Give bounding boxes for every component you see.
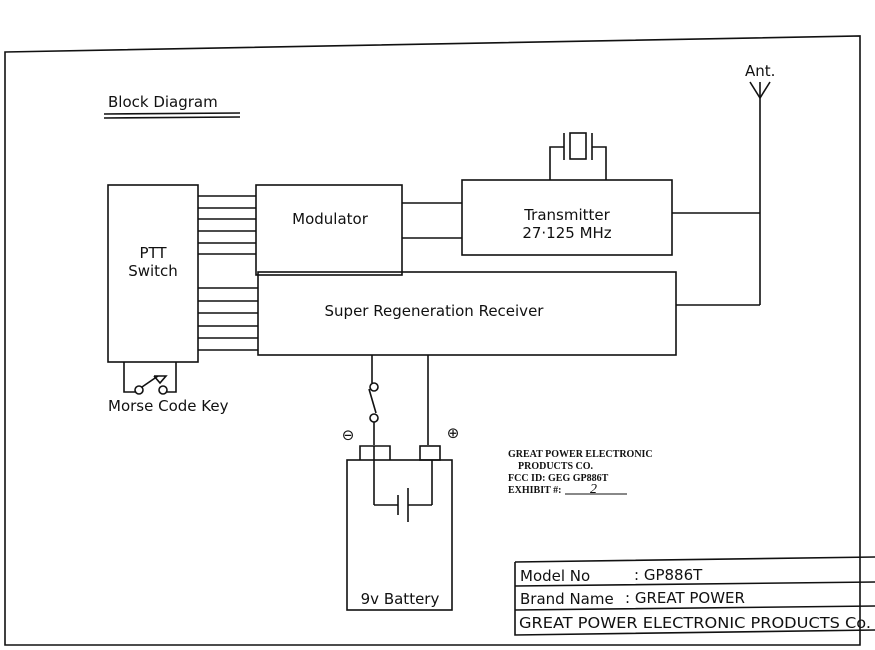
plus-terminal-icon: ⊕ <box>447 424 460 442</box>
receiver-label: Super Regeneration Receiver <box>325 302 545 320</box>
stamp-line-1: GREAT POWER ELECTRONIC <box>508 449 653 460</box>
antenna-icon <box>672 81 771 306</box>
brand-label: Brand Name <box>520 590 614 608</box>
ptt-label: PTT <box>139 244 167 262</box>
transmitter-frequency: 27·125 MHz <box>522 224 611 242</box>
morse-key-icon <box>123 362 177 395</box>
model-value: : GP886T <box>634 566 703 584</box>
crystal-icon <box>549 132 607 180</box>
model-label: Model No <box>520 567 590 585</box>
company-name: GREAT POWER ELECTRONIC PRODUCTS Co. <box>519 614 871 632</box>
receiver-block: Super Regeneration Receiver <box>257 271 677 356</box>
title-underline-2 <box>103 116 241 119</box>
title-underline <box>103 112 241 115</box>
stamp-line-2: PRODUCTS CO. <box>518 461 594 472</box>
exhibit-number: 2 <box>590 482 597 497</box>
battery-label: 9v Battery <box>361 590 440 608</box>
ptt-receiver-wires <box>198 287 258 351</box>
modulator-transmitter-wires <box>402 202 462 239</box>
switch-label: Switch <box>128 262 178 280</box>
stamp-line-4: EXHIBIT #: <box>508 485 561 496</box>
modulator-block: Modulator <box>255 184 403 276</box>
diagram-title: Block Diagram <box>108 93 218 111</box>
modulator-label: Modulator <box>292 210 369 228</box>
morse-key-label: Morse Code Key <box>108 397 229 415</box>
page-border <box>4 35 861 646</box>
stamp-line-3: FCC ID: GEG GP886T <box>508 473 609 484</box>
brand-value: : GREAT POWER <box>625 589 745 607</box>
power-switch-icon <box>368 355 429 445</box>
battery-block <box>346 445 453 611</box>
ptt-modulator-wires <box>198 195 256 255</box>
minus-terminal-icon: ⊖ <box>342 426 355 444</box>
fcc-stamp: GREAT POWER ELECTRONIC PRODUCTS CO. FCC … <box>508 449 653 497</box>
antenna-label: Ant. <box>745 62 775 80</box>
ptt-switch-block: PTT Switch <box>107 184 199 363</box>
transmitter-block: Transmitter 27·125 MHz <box>461 179 673 256</box>
title-block: Model No : GP886T Brand Name : GREAT POW… <box>514 556 875 636</box>
transmitter-label: Transmitter <box>523 206 610 224</box>
